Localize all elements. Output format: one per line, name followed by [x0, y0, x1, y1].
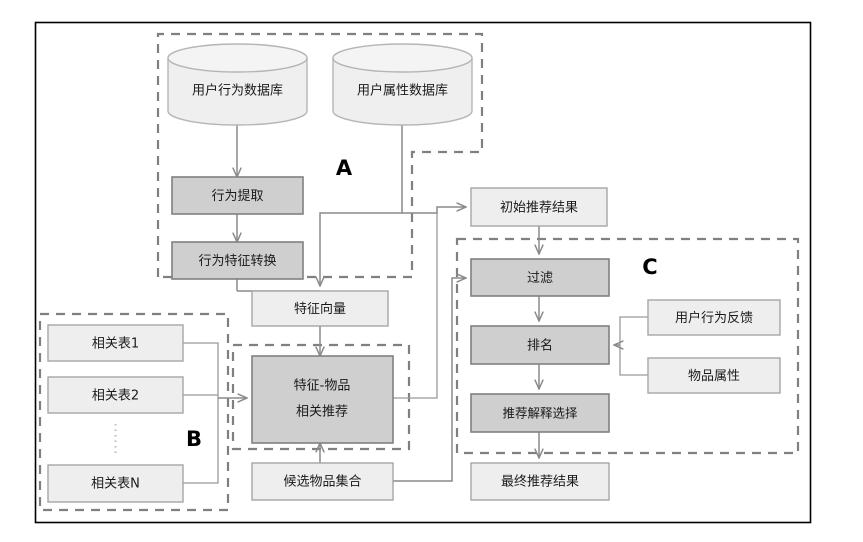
behavior-feature-transform-label: 行为特征转换 [198, 254, 276, 269]
user-attribute-db: 用户属性数据库 [332, 43, 473, 126]
final-recommend-result-label: 最终推荐结果 [501, 474, 579, 490]
recommend-explanation-selection-label: 推荐解释选择 [502, 406, 578, 421]
user-behavior-feedback-node: 用户行为反馈 [647, 299, 781, 336]
filter-label: 过滤 [527, 271, 553, 286]
user-attribute-db-label: 用户属性数据库 [357, 83, 448, 99]
filter-node: 过滤 [470, 258, 610, 297]
feature-item-recommend-node: 特征-物品 相关推荐 [251, 355, 394, 444]
connector-attrdb-to-initialresult [402, 207, 466, 214]
connector-candidate-to-filter [393, 278, 466, 482]
relation-table-1-label: 相关表1 [92, 337, 139, 352]
recommend-explanation-selection-node: 推荐解释选择 [470, 393, 610, 433]
ranking-node: 排名 [470, 325, 610, 365]
connector-feedback-to-bus [619, 316, 648, 345]
relation-table-1-node: 相关表1 [47, 324, 184, 362]
relation-table-n-node: 相关表N [47, 464, 184, 503]
behavior-extraction-label: 行为提取 [211, 188, 263, 204]
ranking-label: 排名 [527, 338, 553, 354]
group-a-boundary [156, 32, 484, 279]
behavior-extraction-node: 行为提取 [171, 176, 304, 215]
user-behavior-db: 用户行为数据库 [167, 43, 308, 126]
group-b-letter: B [186, 427, 202, 451]
relation-table-n-label: 相关表N [91, 477, 140, 492]
feature-item-recommend-label-line2: 相关推荐 [296, 405, 348, 420]
connector-table1-to-bus [183, 342, 219, 398]
candidate-item-set-node: 候选物品集合 [251, 462, 394, 501]
item-attribute-label: 物品属性 [688, 369, 740, 384]
connector-recommend-to-initial-bus [393, 213, 438, 399]
user-behavior-feedback-label: 用户行为反馈 [675, 310, 753, 326]
group-c-letter: C [642, 255, 657, 279]
connector-tablen-to-bus [183, 398, 219, 484]
final-recommend-result-node: 最终推荐结果 [470, 462, 610, 501]
connector-itemattr-to-bus [619, 345, 648, 376]
feature-vector-node: 特征向量 [251, 290, 389, 327]
item-attribute-node: 物品属性 [647, 357, 781, 394]
initial-recommend-result-node: 初始推荐结果 [470, 187, 608, 227]
feature-vector-label: 特征向量 [294, 301, 346, 317]
candidate-item-set-label: 候选物品集合 [283, 474, 361, 490]
relation-table-2-node: 相关表2 [47, 376, 184, 414]
group-c-boundary [455, 237, 800, 455]
relation-table-2-label: 相关表2 [92, 389, 139, 404]
initial-recommend-result-label: 初始推荐结果 [500, 201, 578, 216]
connector-attrdb-to-featurevector [320, 125, 403, 286]
user-behavior-db-label: 用户行为数据库 [192, 83, 283, 99]
feature-item-recommend-label-line1: 特征-物品 [294, 379, 351, 394]
behavior-feature-transform-node: 行为特征转换 [171, 241, 304, 280]
group-a-letter: A [336, 156, 353, 180]
